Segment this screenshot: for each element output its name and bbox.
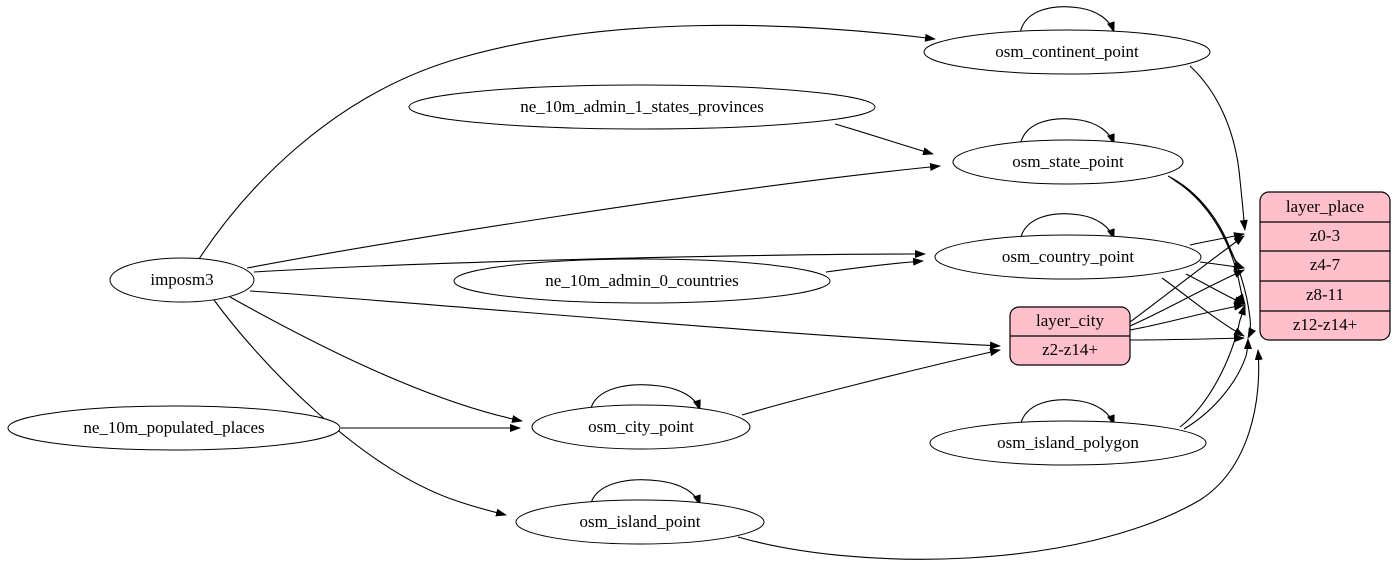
edge-imposm3-to-osm_continent_point	[198, 24, 936, 260]
node-shape-osm_state_point[interactable]	[952, 139, 1184, 185]
node-layer: imposm3 ne_10m_populated_places ne_10m_a…	[7, 29, 1211, 545]
record-row-layer_place-header: layer_place	[1286, 197, 1364, 216]
edge-imposm3-to-osm_country_point	[253, 250, 926, 273]
node-label-ne_10m_admin_1_states_provinces: ne_10m_admin_1_states_provinces	[520, 97, 764, 116]
edge-self-loop-osm_country_point	[1019, 213, 1115, 242]
edge-osm_island_point-to-layer_place-z12-z14	[737, 349, 1263, 560]
node-ne_10m_admin_0_countries[interactable]: ne_10m_admin_0_countries	[453, 258, 831, 304]
node-label-imposm3: imposm3	[150, 270, 213, 289]
node-shape-imposm3[interactable]	[109, 257, 255, 303]
node-osm_island_point[interactable]: osm_island_point	[515, 499, 765, 545]
node-shape-osm_city_point[interactable]	[531, 404, 751, 450]
node-label-osm_continent_point: osm_continent_point	[995, 42, 1139, 61]
record-row-layer_city-z2-z14[interactable]: z2-z14+	[1042, 340, 1098, 359]
edge-imposm3-to-osm_island_point	[213, 299, 507, 517]
node-label-osm_state_point: osm_state_point	[1012, 152, 1124, 171]
edge-ne_10m_admin_1_states_provinces-to-osm_state_point	[834, 123, 934, 156]
edge-osm_country_point-to-layer_place-z4-7	[1199, 261, 1245, 271]
edge-osm_country_point-to-layer_place-z8-11	[1185, 273, 1245, 305]
record-row-layer_place-z0-3[interactable]: z0-3	[1310, 226, 1340, 245]
record-row-layer_place-z4-7[interactable]: z4-7	[1310, 255, 1341, 274]
edge-imposm3-to-osm_city_point	[229, 296, 523, 423]
edge-ne_10m_admin_0_countries-to-osm_country_point	[825, 257, 924, 273]
node-label-osm_city_point: osm_city_point	[588, 417, 694, 436]
node-osm_state_point[interactable]: osm_state_point	[952, 139, 1184, 185]
node-ne_10m_populated_places[interactable]: ne_10m_populated_places	[7, 405, 341, 451]
node-osm_island_polygon[interactable]: osm_island_polygon	[929, 420, 1207, 466]
node-shape-osm_island_polygon[interactable]	[929, 420, 1207, 466]
record-row-layer_place-z12-z14[interactable]: z12-z14+	[1293, 315, 1357, 334]
node-label-ne_10m_populated_places: ne_10m_populated_places	[83, 418, 264, 437]
node-label-ne_10m_admin_0_countries: ne_10m_admin_0_countries	[545, 271, 739, 290]
edge-osm_state_point-to-layer_place-z12-z14	[1173, 179, 1257, 339]
edge-imposm3-to-layer_city	[249, 290, 1001, 350]
node-shape-ne_10m_populated_places[interactable]	[7, 405, 341, 451]
edge-self-loop-osm_state_point	[1019, 118, 1115, 147]
node-ne_10m_admin_1_states_provinces[interactable]: ne_10m_admin_1_states_provinces	[408, 84, 876, 130]
record-node-layer: layer_place z0-3 z4-7 z8-11 z12-z14+ lay…	[1009, 191, 1391, 366]
edge-layer_city-to-layer_place-z0-3	[1129, 235, 1245, 323]
record-node-layer_city[interactable]: layer_city z2-z14+	[1009, 306, 1131, 366]
edge-layer_city-to-layer_place-z8-11	[1129, 302, 1245, 331]
node-osm_city_point[interactable]: osm_city_point	[531, 404, 751, 450]
node-imposm3[interactable]: imposm3	[109, 257, 255, 303]
edge-osm_island_polygon-to-layer_place-z12-z14	[1183, 338, 1252, 430]
edge-osm_city_point-to-layer_city-z2-z14	[741, 348, 1001, 416]
node-label-osm_island_polygon: osm_island_polygon	[997, 433, 1139, 452]
record-node-layer_place[interactable]: layer_place z0-3 z4-7 z8-11 z12-z14+	[1259, 191, 1391, 341]
node-label-osm_island_point: osm_island_point	[580, 512, 701, 531]
record-body-layer_place[interactable]	[1259, 191, 1391, 341]
edge-osm_continent_point-to-layer_place-z0-3	[1189, 65, 1248, 231]
edge-layer_city-to-layer_place-z4-7	[1129, 269, 1245, 327]
edge-layer_city-to-layer_place-z12-z14	[1129, 334, 1245, 343]
node-shape-osm_continent_point[interactable]	[923, 29, 1211, 75]
edge-layer	[198, 6, 1263, 560]
edge-self-loop-osm_island_point	[589, 479, 701, 508]
edge-self-loop-osm_island_polygon	[1019, 399, 1115, 428]
node-shape-osm_island_point[interactable]	[515, 499, 765, 545]
record-row-layer_place-z8-11[interactable]: z8-11	[1306, 285, 1344, 304]
edge-imposm3-to-osm_state_point	[246, 163, 941, 269]
node-label-osm_country_point: osm_country_point	[1002, 247, 1134, 266]
node-osm_country_point[interactable]: osm_country_point	[934, 234, 1202, 280]
edge-osm_country_point-to-layer_place-z12-z14	[1161, 277, 1245, 337]
node-shape-ne_10m_admin_1_states_provinces[interactable]	[408, 84, 876, 130]
edge-self-loop-osm_continent_point	[1019, 6, 1115, 35]
node-osm_continent_point[interactable]: osm_continent_point	[923, 29, 1211, 75]
record-row-layer_city-header: layer_city	[1036, 311, 1104, 330]
edge-osm_island_polygon-to-layer_place-z8-11	[1179, 304, 1246, 428]
node-shape-osm_country_point[interactable]	[934, 234, 1202, 280]
edge-self-loop-osm_city_point	[589, 384, 701, 413]
node-shape-ne_10m_admin_0_countries[interactable]	[453, 258, 831, 304]
edge-osm_country_point-to-layer_place-z0-3	[1189, 232, 1245, 246]
